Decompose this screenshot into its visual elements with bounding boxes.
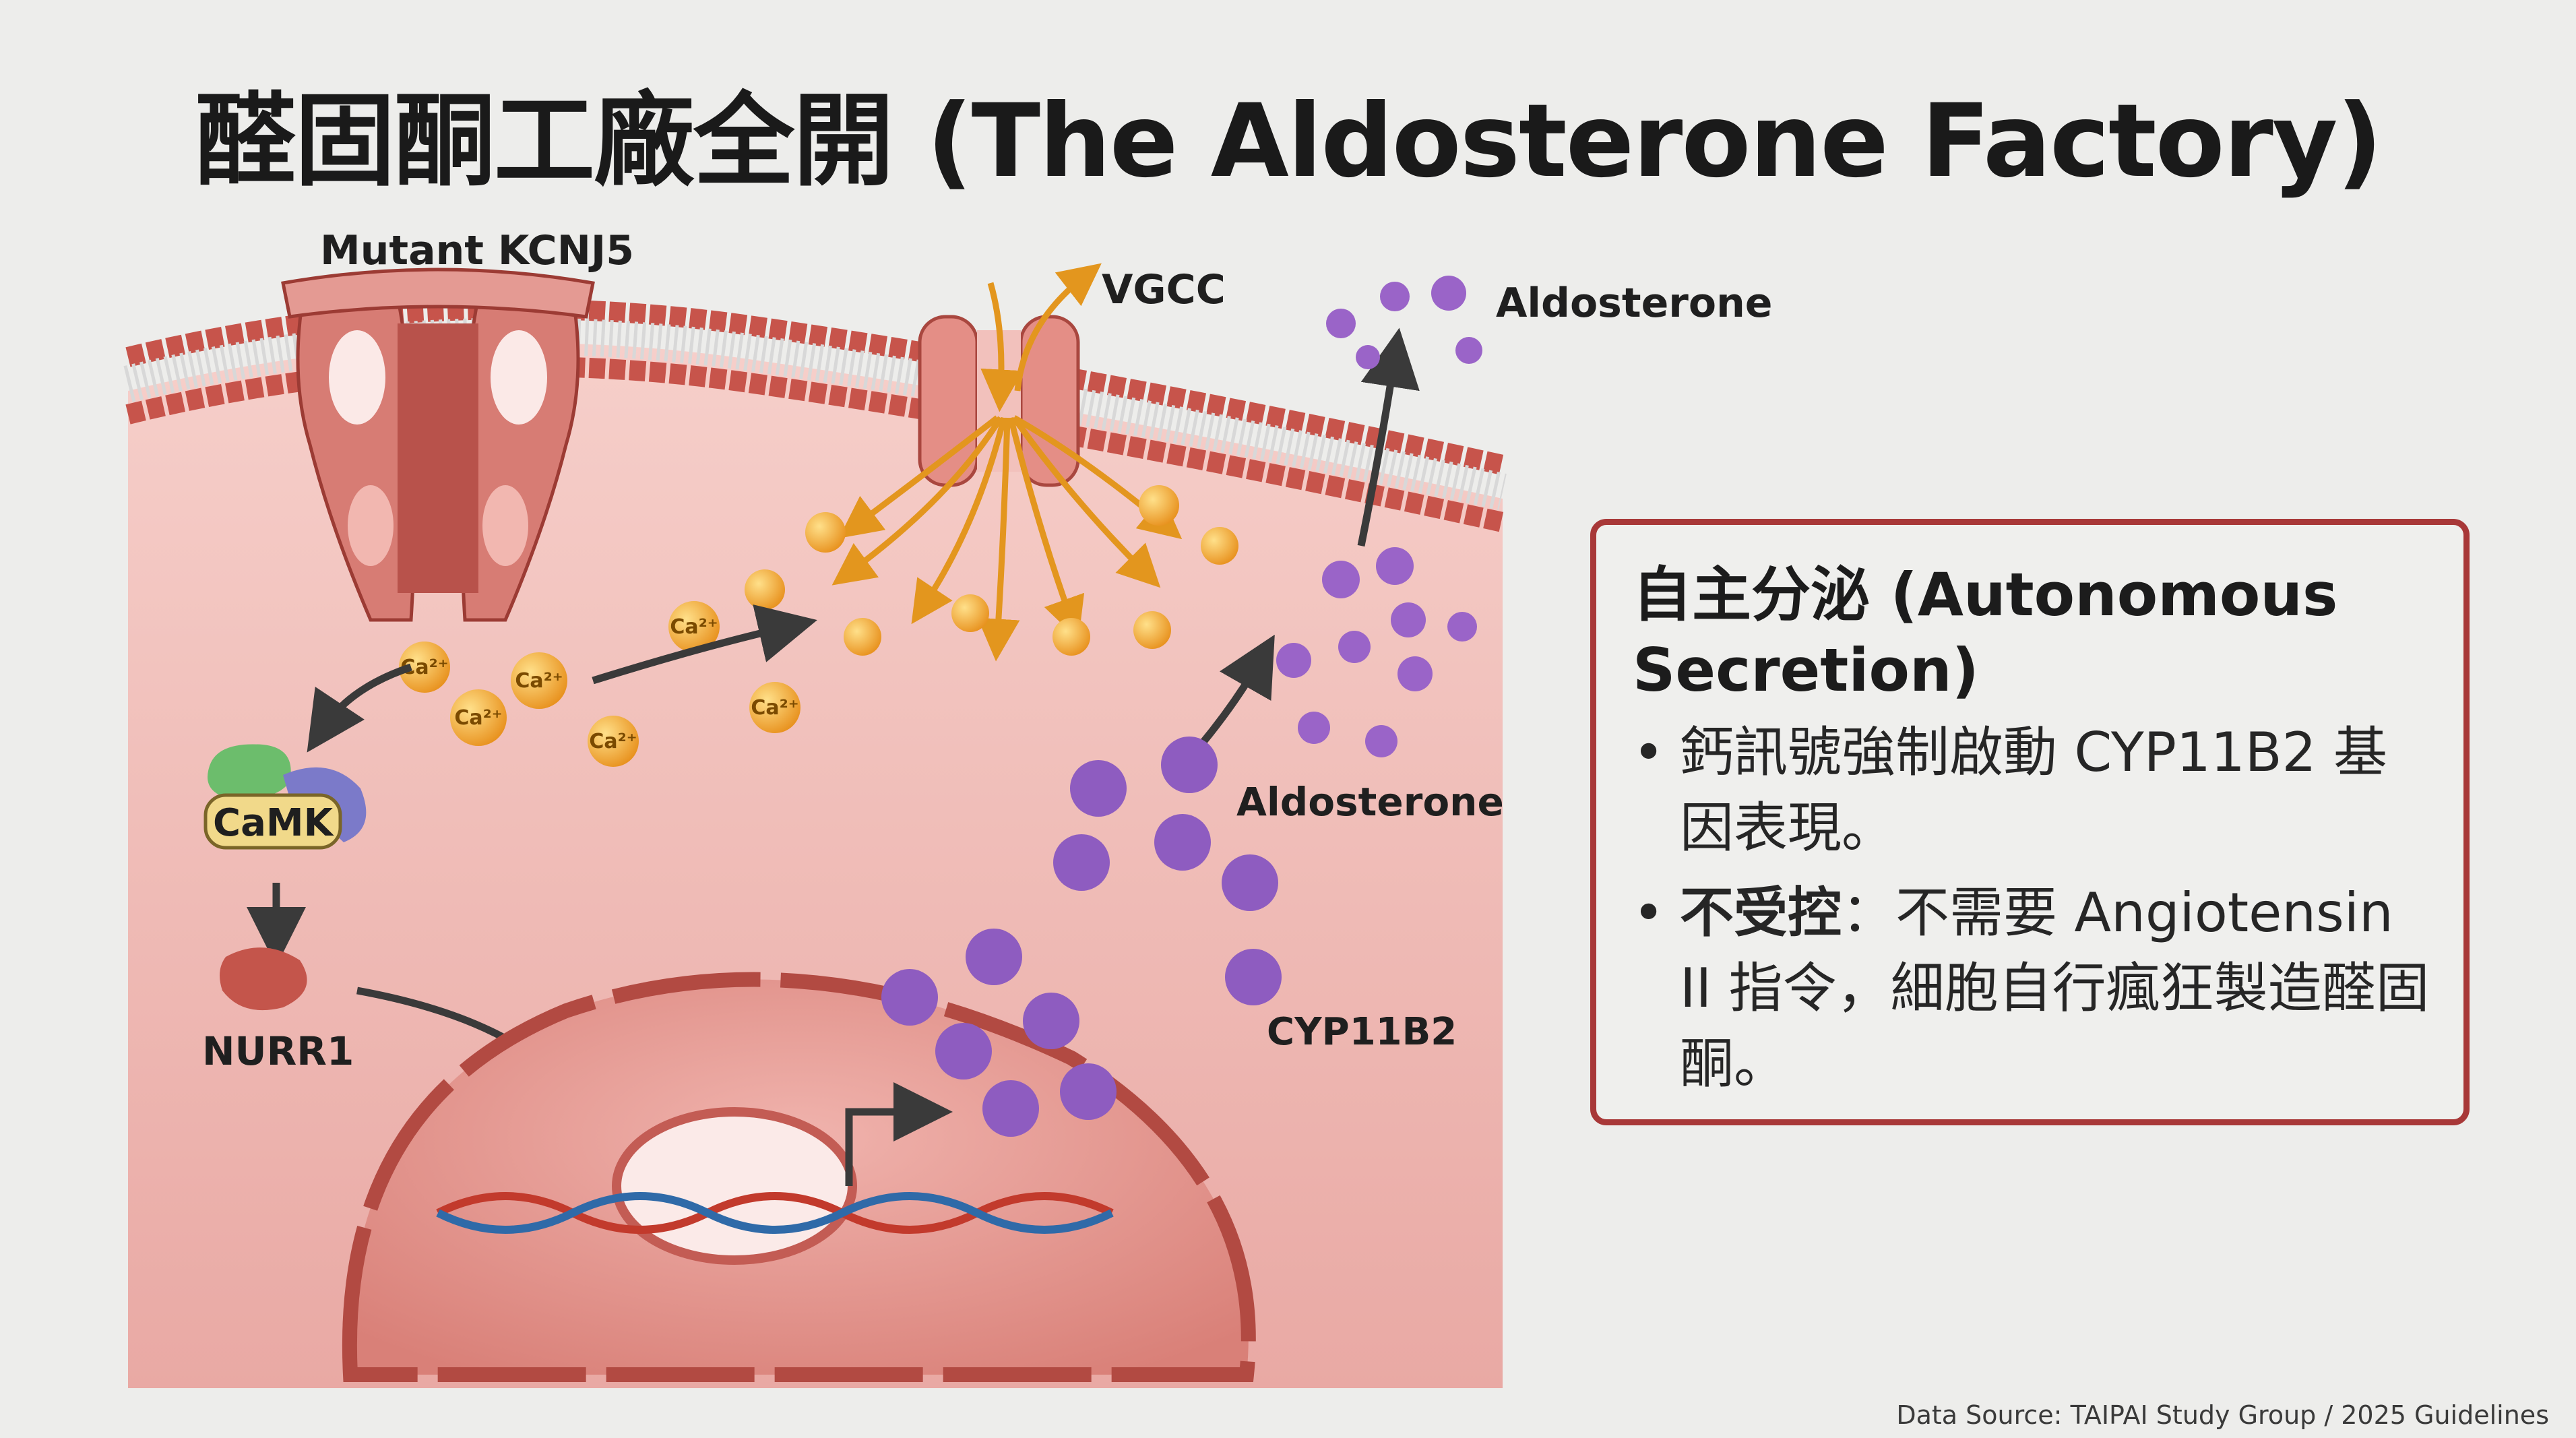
camk-complex-icon (203, 744, 367, 850)
kcnj5-label: Mutant KCNJ5 (320, 227, 634, 274)
svg-text:Ca²⁺: Ca²⁺ (751, 696, 798, 720)
svg-text:Ca²⁺: Ca²⁺ (589, 730, 637, 753)
kcnj5-channel-icon (281, 268, 595, 622)
page-title: 醛固酮工廠全開 (The Aldosterone Factory) (194, 83, 2383, 200)
callout-bullet-lead: 不受控 (1680, 881, 1842, 944)
bullet-dot-icon: • (1633, 721, 1665, 784)
aldosterone-pathway-diagram: Mutant KCNJ5 VGCC Ca²⁺ Ca²⁺ C (123, 227, 1772, 1389)
svg-text:Ca²⁺: Ca²⁺ (515, 669, 563, 693)
svg-text:Ca²⁺: Ca²⁺ (454, 706, 502, 730)
callout-bullet-list: • 鈣訊號強制啟動 CYP11B2 基因表現。 • 不受控：不需要 Angiot… (1633, 715, 2430, 1102)
callout-bullet: • 不受控：不需要 Angiotensin II 指令，細胞自行瘋狂製造醛固酮。 (1633, 875, 2430, 1102)
callout-bullet: • 鈣訊號強制啟動 CYP11B2 基因表現。 (1633, 715, 2430, 866)
signal-arrows (247, 327, 1420, 1107)
nurr1-protein-icon (220, 947, 307, 1011)
callout-bullet-text: 鈣訊號強制啟動 CYP11B2 基因表現。 (1680, 721, 2387, 859)
camk-label: CaMK (213, 801, 335, 845)
bullet-dot-icon: • (1633, 881, 1665, 944)
cyp11b2-label: CYP11B2 (1267, 1010, 1457, 1054)
aldosterone-internal-label: Aldosterone (1236, 779, 1504, 825)
vgcc-label: VGCC (1102, 266, 1226, 313)
calcium-ions: Ca²⁺ Ca²⁺ Ca²⁺ Ca²⁺ Ca²⁺ Ca²⁺ (399, 485, 1238, 767)
nurr1-label: NURR1 (202, 1028, 354, 1074)
aldosterone-secreted-label: Aldosterone (1496, 280, 1772, 327)
data-source-footer: Data Source: TAIPAI Study Group / 2025 G… (1896, 1400, 2549, 1430)
dna-helix-icon (436, 1192, 1114, 1234)
aldosterone-molecules (1276, 276, 1482, 757)
svg-text:Ca²⁺: Ca²⁺ (670, 615, 718, 639)
callout-bullet-text: ：不需要 Angiotensin II 指令，細胞自行瘋狂製造醛固酮。 (1680, 881, 2430, 1095)
autonomous-secretion-callout: 自主分泌 (Autonomous Secretion) • 鈣訊號強制啟動 CY… (1590, 519, 2470, 1125)
cyp11b2-enzymes (881, 737, 1282, 1137)
callout-title: 自主分泌 (Autonomous Secretion) (1633, 560, 2338, 705)
